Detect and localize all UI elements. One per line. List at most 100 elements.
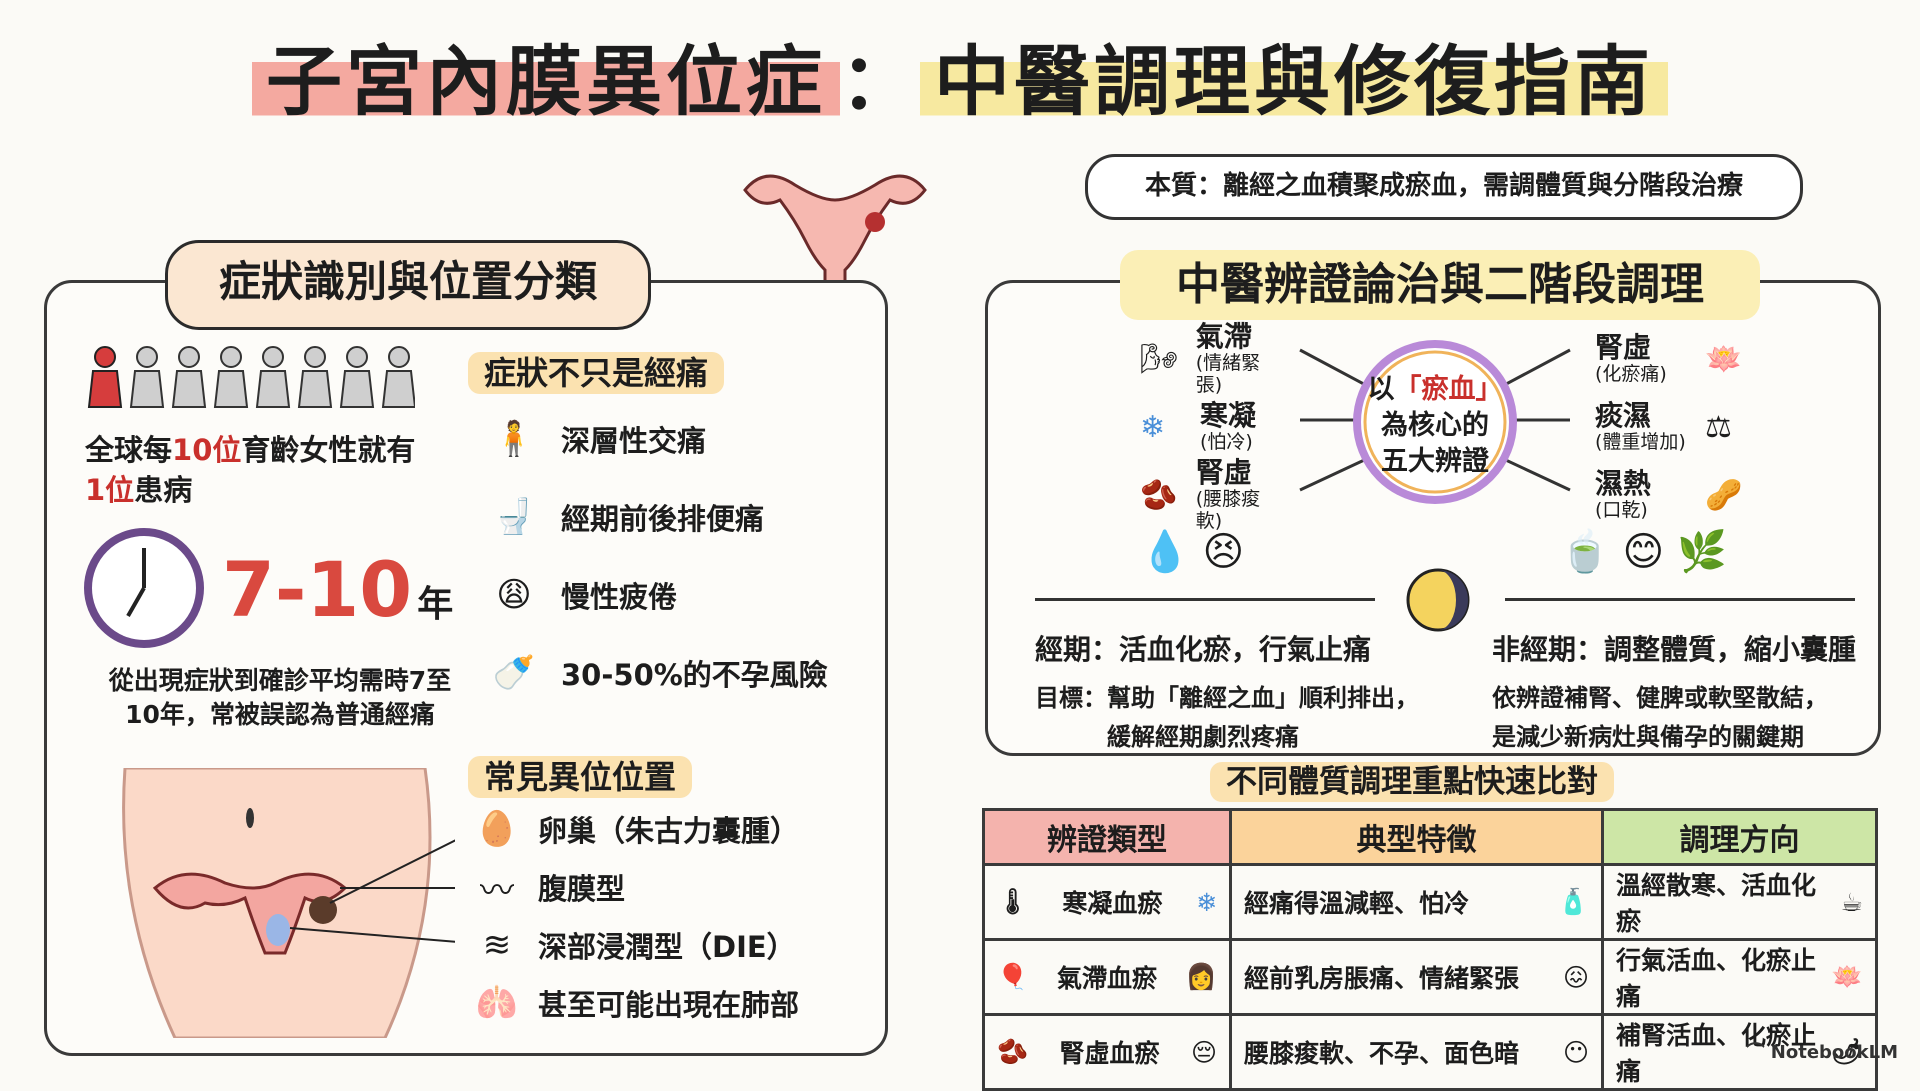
row-direction: 溫經散寒、活血化瘀 [1616, 871, 1817, 936]
cell-feature: 經痛得溫減輕、怕冷 🧴 [1229, 863, 1604, 941]
worried-woman-icon: 👩 [1185, 962, 1217, 991]
type-item: 🫘 腎虛(腰膝痠軟) [1140, 456, 1280, 533]
baby-bottle-icon: 🍼 [492, 653, 536, 693]
delay-number: 7-10 [222, 545, 413, 634]
divider-right [1505, 598, 1855, 601]
row-type: 寒凝血瘀 [1062, 889, 1163, 918]
syndrome-diagram [1299, 340, 1571, 504]
center-label: 以「瘀血」 為核心的 五大辨證 [1355, 372, 1515, 480]
notebooklm-icon: ⌒ [1746, 1042, 1771, 1063]
title-part1: 子宮內膜異位症 [252, 37, 840, 126]
prevalence-num: 10位 [172, 433, 242, 467]
row-type: 腎虛血瘀 [1059, 1039, 1160, 1068]
type-sub: (體重增加) [1595, 431, 1686, 453]
toilet-icon: 🚽 [492, 497, 536, 537]
center-line2: 為核心的 [1381, 410, 1489, 441]
type-sub: (怕冷) [1200, 431, 1253, 453]
symptom-item: 🧍 深層性交痛 [485, 400, 875, 478]
type-name: 氣滯 [1195, 320, 1252, 353]
symptom-item: 🚽 經期前後排便痛 [485, 478, 875, 556]
goji-berry-icon: 🌶 [1831, 1037, 1863, 1066]
cell-type: 🎈氣滯血瘀👩 [982, 938, 1232, 1016]
non-period-text-2: 是減少新病灶與備孕的關鍵期 [1492, 723, 1804, 751]
cell-feature: 腰膝痠軟、不孕、面色暗 😶 [1229, 1013, 1604, 1091]
delay-text-1: 從出現症狀到確診平均需時7至 [108, 666, 452, 695]
pale-face-icon: 😶 [1562, 1037, 1589, 1067]
type-sub: (情緒緊張) [1195, 352, 1261, 396]
clock-icon [84, 528, 204, 648]
cell-direction: 行氣活血、化瘀止痛 🪷 [1601, 938, 1878, 1016]
divider-left [1035, 598, 1375, 601]
type-label: 腎虛(腰膝痠軟) [1195, 456, 1280, 533]
type-item: 痰濕(體重增加) ⚖ [1595, 393, 1765, 461]
smile-face-icon: 😊 [1622, 529, 1665, 575]
balloon-icon: 🎈 [997, 962, 1029, 991]
row-feature: 腰膝痠軟、不孕、面色暗 [1244, 1039, 1520, 1068]
page-title: 子宮內膜異位症：中醫調理與修復指南 [252, 20, 1668, 130]
location-label: 深部浸潤型（DIE） [538, 930, 796, 964]
table-heading: 不同體質調理重點快速比對 [1210, 756, 1614, 802]
col-header-feature: 典型特徵 [1229, 808, 1604, 866]
symptoms-heading-text: 症狀不只是經痛 [468, 352, 725, 394]
delay-figure: 7-10 年 [222, 545, 453, 634]
peritoneum-icon: 〰 [480, 870, 514, 911]
lotus-icon: 🪷 [1705, 341, 1743, 377]
footer-brand: NotebookLM [1770, 1042, 1898, 1063]
symptom-label: 慢性疲倦 [561, 580, 678, 614]
table-row: 🫘腎虛血瘀😔 腰膝痠軟、不孕、面色暗😶 補腎活血、化瘀止痛🌶 [982, 1013, 1878, 1091]
type-name: 腎虛 [1195, 456, 1252, 489]
scale-icon: ⚖ [1705, 409, 1732, 445]
type-label: 寒凝(怕冷) [1200, 401, 1256, 454]
page-title-row: 子宮內膜異位症：中醫調理與修復指南 [0, 20, 1920, 130]
type-sub: (化瘀痛) [1595, 363, 1667, 385]
row-feature: 經痛得溫減輕、怕冷 [1244, 889, 1470, 918]
delay-text-2: 10年，常被誤認為普通經痛 [125, 700, 435, 729]
type-label: 痰濕(體重增加) [1595, 401, 1705, 454]
hot-water-bottle-icon: 🧴 [1557, 887, 1589, 916]
kidney-icon: 🫘 [1140, 477, 1178, 513]
symptom-label: 深層性交痛 [561, 424, 707, 458]
location-label: 甚至可能出現在肺部 [538, 988, 800, 1022]
table-row: 🌡 寒凝血瘀 ❄ 經痛得溫減輕、怕冷 🧴 溫經散寒、活血化瘀☕ [982, 863, 1878, 941]
non-period-title: 非經期：調整體質，縮小囊腫 [1492, 633, 1857, 666]
symptom-list: 🧍 深層性交痛 🚽 經期前後排便痛 😩 慢性疲倦 🍼 30-50%的不孕風險 [485, 400, 875, 712]
type-label: 濕熱(口乾) [1595, 469, 1705, 522]
types-left: 🌬 氣滯(情緒緊張) ❄ 寒凝(怕冷) 🫘 腎虛(腰膝痠軟) [1140, 320, 1280, 533]
location-item: 🫁 甚至可能出現在肺部 [468, 974, 878, 1032]
symptoms-heading: 症狀不只是經痛 [468, 348, 725, 394]
col-header-type: 辨證類型 [982, 808, 1232, 866]
people-icons [87, 346, 415, 408]
prevalence-mid: 育齡女性就有 [241, 433, 416, 467]
table-row: 🎈氣滯血瘀👩 經前乳房脹痛、情緒緊張 😖 行氣活血、化瘀止痛 🪷 [982, 938, 1878, 1016]
type-label: 氣滯(情緒緊張) [1195, 320, 1280, 397]
left-panel-heading: 症狀識別與位置分類 [165, 240, 651, 330]
thermometer-icon: 🌡 [997, 887, 1029, 916]
title-separator: ： [840, 37, 920, 126]
type-sub: (口乾) [1595, 499, 1648, 521]
tired-face-icon: 😔 [1190, 1037, 1217, 1067]
center-highlight: 「瘀血」 [1394, 374, 1503, 405]
row-feature: 經前乳房脹痛、情緒緊張 [1244, 964, 1520, 993]
location-label: 腹膜型 [538, 872, 626, 906]
essence-bubble: 本質：離經之血積聚成瘀血，需調體質與分階段治療 [1085, 154, 1803, 220]
location-item: ≋ 深部浸潤型（DIE） [468, 916, 878, 974]
frown-face-icon: 😖 [1562, 962, 1589, 992]
snowflake-icon: ❄ [1196, 887, 1217, 917]
tea-icon: 🍵 [1560, 529, 1610, 575]
pain-icon: 🧍 [492, 419, 536, 459]
tired-icon: 😩 [496, 575, 532, 615]
loofah-icon: 🥜 [1705, 477, 1743, 513]
col-header-direction: 調理方向 [1601, 808, 1878, 866]
lotus-icon: 🪷 [1831, 962, 1863, 991]
type-item: 濕熱(口乾) 🥜 [1595, 461, 1765, 529]
table-header-row: 辨證類型 典型特徵 調理方向 [982, 808, 1878, 866]
symptom-label: 經期前後排便痛 [561, 502, 765, 536]
cell-type: 🌡 寒凝血瘀 ❄ [982, 863, 1232, 941]
kidney-icon: 🫘 [997, 1037, 1029, 1066]
location-item: 〰 腹膜型 [468, 858, 878, 916]
location-item: 🥚 卵巢（朱古力囊腫） [468, 800, 878, 858]
row-direction: 行氣活血、化瘀止痛 [1616, 946, 1817, 1011]
wind-icon: 🌬 [1140, 341, 1179, 377]
notebooklm-logo: ⌒ NotebookLM [1747, 1038, 1899, 1064]
cell-direction: 溫經散寒、活血化瘀☕ [1601, 863, 1878, 941]
